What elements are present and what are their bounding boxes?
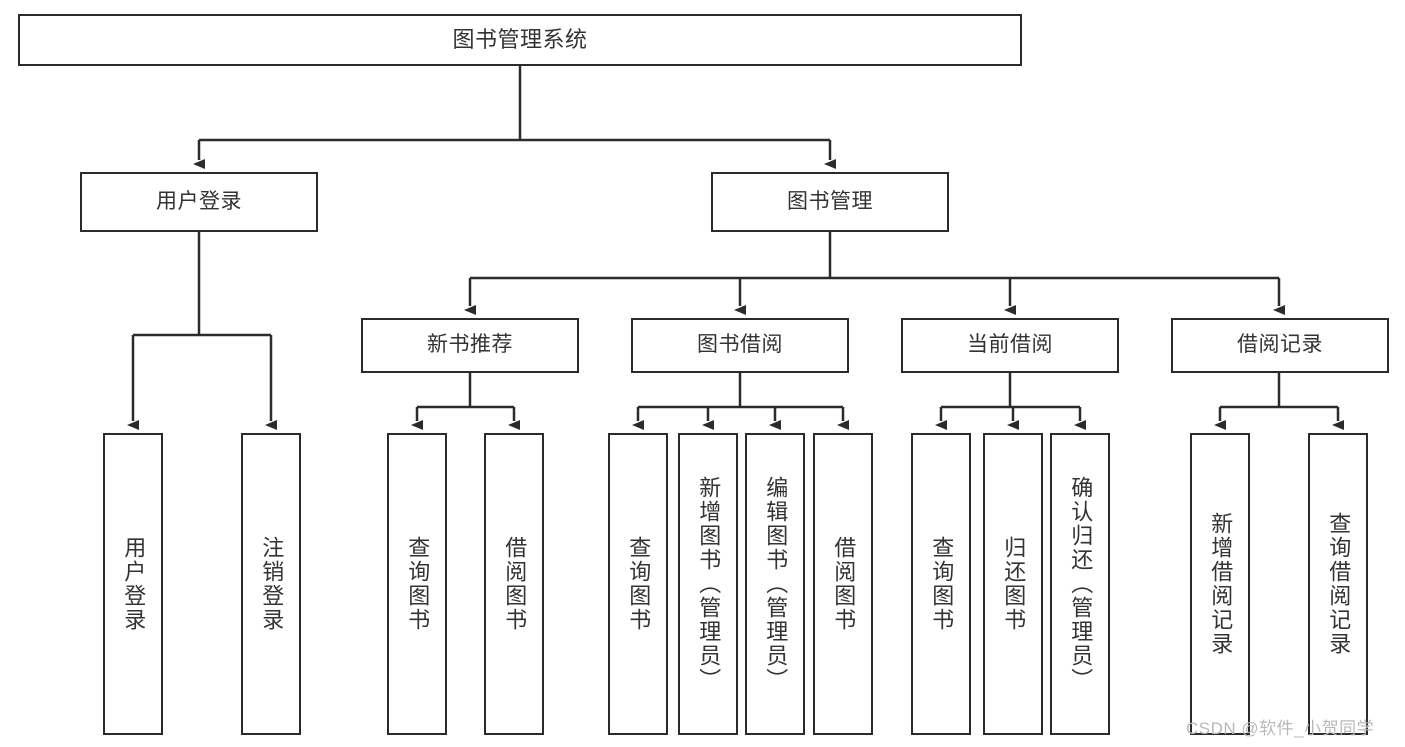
node-root[interactable]: 图书管理系统 <box>18 14 1022 66</box>
node-borrow-record-label: 借阅记录 <box>1237 333 1323 357</box>
node-user-login-label: 用户登录 <box>156 189 242 213</box>
node-leaf-borrow-book-2-label: 借阅图书 <box>831 536 857 632</box>
node-leaf-add-book[interactable]: 新增图书（管理员） <box>678 433 738 735</box>
node-root-label: 图书管理系统 <box>452 27 588 53</box>
node-leaf-confirm-return-label: 确认归还（管理员） <box>1068 476 1094 692</box>
node-leaf-query-book-3-label: 查询图书 <box>929 536 955 632</box>
node-book-borrow-label: 图书借阅 <box>697 333 783 357</box>
node-book-manage-label: 图书管理 <box>787 189 873 213</box>
node-leaf-logout[interactable]: 注销登录 <box>241 433 301 735</box>
node-leaf-add-record[interactable]: 新增借阅记录 <box>1190 433 1250 735</box>
node-leaf-query-book-2[interactable]: 查询图书 <box>608 433 668 735</box>
node-borrow-record[interactable]: 借阅记录 <box>1171 318 1389 373</box>
node-leaf-query-record[interactable]: 查询借阅记录 <box>1308 433 1368 735</box>
node-leaf-query-book-1-label: 查询图书 <box>405 536 431 632</box>
node-leaf-logout-label: 注销登录 <box>259 536 285 632</box>
node-leaf-edit-book[interactable]: 编辑图书（管理员） <box>745 433 805 735</box>
node-leaf-query-book-3[interactable]: 查询图书 <box>911 433 971 735</box>
node-leaf-borrow-book-1-label: 借阅图书 <box>502 536 528 632</box>
node-leaf-user-login[interactable]: 用户登录 <box>103 433 163 735</box>
node-leaf-add-record-label: 新增借阅记录 <box>1208 512 1234 656</box>
node-leaf-return-book-label: 归还图书 <box>1001 536 1027 632</box>
watermark-text: CSDN @软件_小贺同学 <box>1186 719 1375 738</box>
node-leaf-return-book[interactable]: 归还图书 <box>983 433 1043 735</box>
node-user-login[interactable]: 用户登录 <box>80 172 318 232</box>
node-book-borrow[interactable]: 图书借阅 <box>631 318 849 373</box>
node-leaf-user-login-label: 用户登录 <box>121 536 147 632</box>
node-leaf-borrow-book-2[interactable]: 借阅图书 <box>813 433 873 735</box>
node-current-borrow[interactable]: 当前借阅 <box>901 318 1119 373</box>
node-leaf-query-record-label: 查询借阅记录 <box>1326 512 1352 656</box>
node-current-borrow-label: 当前借阅 <box>967 333 1053 357</box>
node-new-book-recommend[interactable]: 新书推荐 <box>361 318 579 373</box>
node-leaf-query-book-1[interactable]: 查询图书 <box>387 433 447 735</box>
node-leaf-edit-book-label: 编辑图书（管理员） <box>763 476 789 692</box>
node-new-book-recommend-label: 新书推荐 <box>427 333 513 357</box>
node-leaf-confirm-return[interactable]: 确认归还（管理员） <box>1050 433 1110 735</box>
node-leaf-query-book-2-label: 查询图书 <box>626 536 652 632</box>
node-leaf-add-book-label: 新增图书（管理员） <box>696 476 722 692</box>
node-leaf-borrow-book-1[interactable]: 借阅图书 <box>484 433 544 735</box>
node-book-manage[interactable]: 图书管理 <box>711 172 949 232</box>
